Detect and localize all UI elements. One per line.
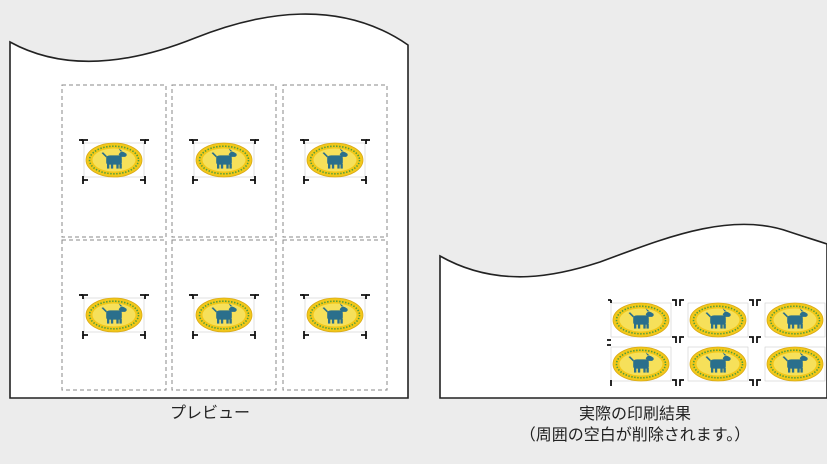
result-sticker — [610, 303, 672, 337]
preview-cell — [171, 84, 277, 238]
result-sticker — [610, 347, 672, 381]
result-caption-line2: （周囲の空白が削除されます。） — [519, 425, 751, 444]
crop-mark-icon — [608, 299, 612, 303]
preview-caption: プレビュー — [110, 402, 310, 423]
preview-grid — [61, 84, 388, 391]
crop-mark-icon — [749, 336, 761, 343]
preview-sticker — [78, 294, 150, 340]
preview-sticker — [299, 139, 371, 185]
result-caption-line1: 実際の印刷結果 — [578, 404, 691, 423]
crop-mark-icon — [749, 299, 761, 306]
preview-caption-text: プレビュー — [169, 403, 250, 422]
crop-mark-icon — [672, 336, 684, 343]
preview-cell — [61, 239, 167, 391]
preview-cell — [282, 84, 388, 238]
crop-mark-icon — [749, 379, 761, 386]
crop-mark-icon — [607, 339, 611, 346]
result-caption: 実際の印刷結果 （周囲の空白が削除されます。） — [480, 403, 790, 445]
crop-mark-icon — [672, 379, 684, 386]
preview-cell — [171, 239, 277, 391]
preview-sticker — [188, 294, 260, 340]
result-crop-marks — [607, 299, 761, 386]
preview-paper — [9, 13, 409, 399]
result-sticker — [764, 347, 826, 381]
preview-cell — [61, 84, 167, 238]
result-sticker — [764, 303, 826, 337]
result-stickers — [610, 303, 826, 381]
crop-mark-icon — [672, 299, 684, 306]
preview-sticker — [299, 294, 371, 340]
preview-sticker — [188, 139, 260, 185]
preview-cell — [282, 239, 388, 391]
preview-sticker — [78, 139, 150, 185]
preview-stickers — [78, 139, 371, 340]
result-sticker — [687, 303, 749, 337]
result-sticker — [687, 347, 749, 381]
